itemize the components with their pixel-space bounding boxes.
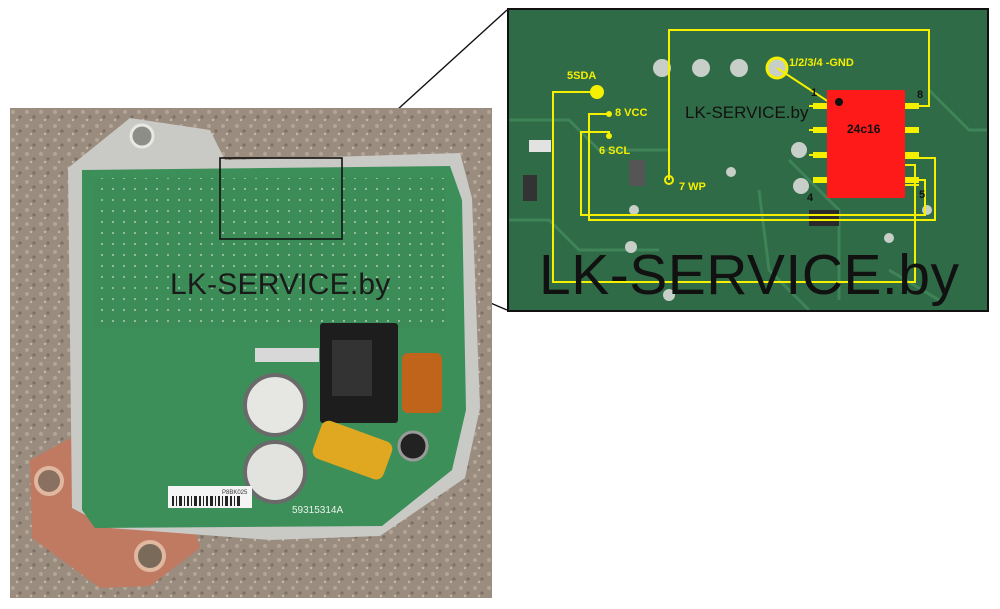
barcode-text: P8BK025 <box>222 490 248 496</box>
vias <box>625 58 932 301</box>
part-number: 59315314A <box>292 505 343 516</box>
eeprom-chip <box>827 90 905 198</box>
watermark-small: LK-SERVICE.by <box>170 268 391 301</box>
pad-scl <box>606 133 612 139</box>
pad-gnd <box>765 56 789 80</box>
capacitor-small <box>397 430 429 462</box>
label-wp: 7 WP <box>679 181 706 193</box>
wire-scl <box>580 131 926 216</box>
mount-hole-top <box>129 123 155 149</box>
smd-part-4 <box>809 210 839 226</box>
highlight-region <box>219 157 343 240</box>
barcode-icon <box>172 496 240 506</box>
pad-vcc <box>606 111 612 117</box>
pin1-marker <box>835 98 843 106</box>
ecu-board-photo: P8BK025 59315314A LK-SERVICE.by <box>10 108 492 598</box>
chip-pins <box>813 103 919 183</box>
relay-sticker <box>332 340 372 396</box>
pad-markers <box>590 56 789 185</box>
watermark-zoom-small: LK-SERVICE.by <box>685 103 809 122</box>
label-vcc: 8 VCC <box>615 107 648 119</box>
pin-number-8: 8 <box>917 89 924 101</box>
label-scl: 6 SCL <box>599 145 631 157</box>
watermark-zoom-large: LK-SERVICE.by <box>539 243 960 307</box>
wire-sda <box>552 91 916 283</box>
smd-resistor-3 <box>629 160 645 186</box>
board-illustration: P8BK025 59315314A <box>10 108 492 598</box>
film-capacitor-2 <box>312 420 393 480</box>
pin-number-4: 4 <box>807 192 814 204</box>
zoom-illustration <box>509 10 987 310</box>
pin-number-1: 1 <box>811 87 818 99</box>
film-capacitor-1 <box>402 353 442 413</box>
label-gnd: 1/2/3/4 -GND <box>789 57 854 69</box>
mount-hole-bottom <box>134 540 166 572</box>
label-sda: 5SDA <box>567 70 597 82</box>
shunt-bar <box>255 348 319 362</box>
pad-sda <box>590 85 604 99</box>
smd-resistor-1 <box>529 140 551 152</box>
wire-wp <box>668 29 930 180</box>
capacitor-1 <box>243 373 307 437</box>
capacitor-2 <box>243 440 307 504</box>
smd-resistor-2 <box>523 175 537 201</box>
pin-number-5: 5 <box>919 189 926 201</box>
mount-hole-bottom-left <box>34 466 64 496</box>
pad-wp <box>664 175 674 185</box>
wiring-overlay <box>552 29 936 283</box>
wire-vcc <box>588 113 936 221</box>
pcb-component-area <box>95 178 445 328</box>
chip-label: 24c16 <box>847 122 881 136</box>
zoom-panel: 5SDA 8 VCC 6 SCL 7 WP 1/2/3/4 -GND 1 8 4… <box>507 8 989 312</box>
